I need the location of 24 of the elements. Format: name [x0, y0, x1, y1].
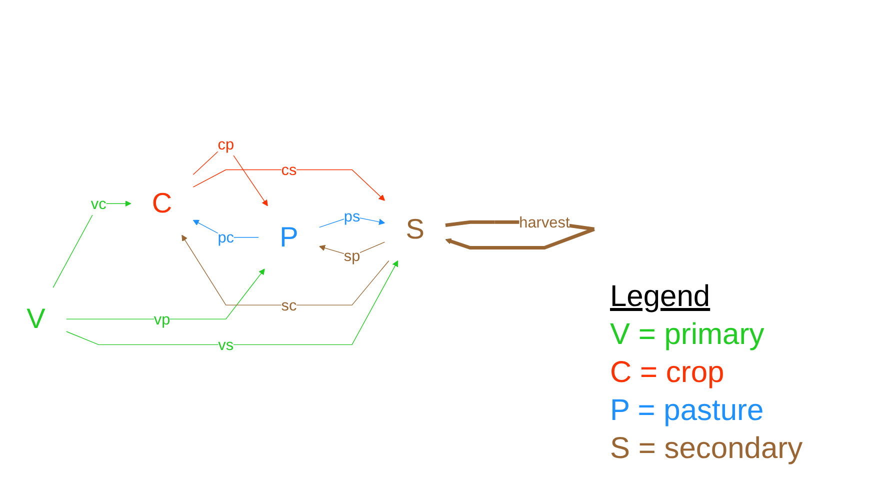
edge-label: sc	[281, 296, 297, 314]
legend-entry: S = secondary	[610, 432, 803, 466]
edge-label: cs	[281, 160, 297, 178]
node-text: P	[280, 222, 298, 252]
node-text: V	[26, 303, 46, 334]
legend-entry: V = primary	[610, 318, 766, 352]
edge-label: vs	[218, 335, 234, 354]
node-text: S	[406, 213, 424, 244]
edge-label: vc	[90, 194, 106, 212]
legend-entry: P = pasture	[610, 394, 765, 428]
arrow	[182, 234, 390, 305]
edge-label: ps	[344, 207, 360, 225]
arrow	[52, 200, 132, 288]
edge-label: pc	[218, 228, 234, 246]
edge-label: vp	[154, 310, 170, 328]
legend-heading: Legend	[610, 280, 712, 314]
arrow	[66, 268, 265, 320]
edge-label: harvest	[519, 212, 570, 231]
edge-label: cp	[218, 134, 234, 153]
edge-label: sp	[344, 246, 360, 264]
node-text: C	[152, 188, 172, 219]
legend-entry: C = crop	[610, 356, 726, 390]
arrow	[192, 169, 385, 200]
arrow	[66, 260, 398, 345]
